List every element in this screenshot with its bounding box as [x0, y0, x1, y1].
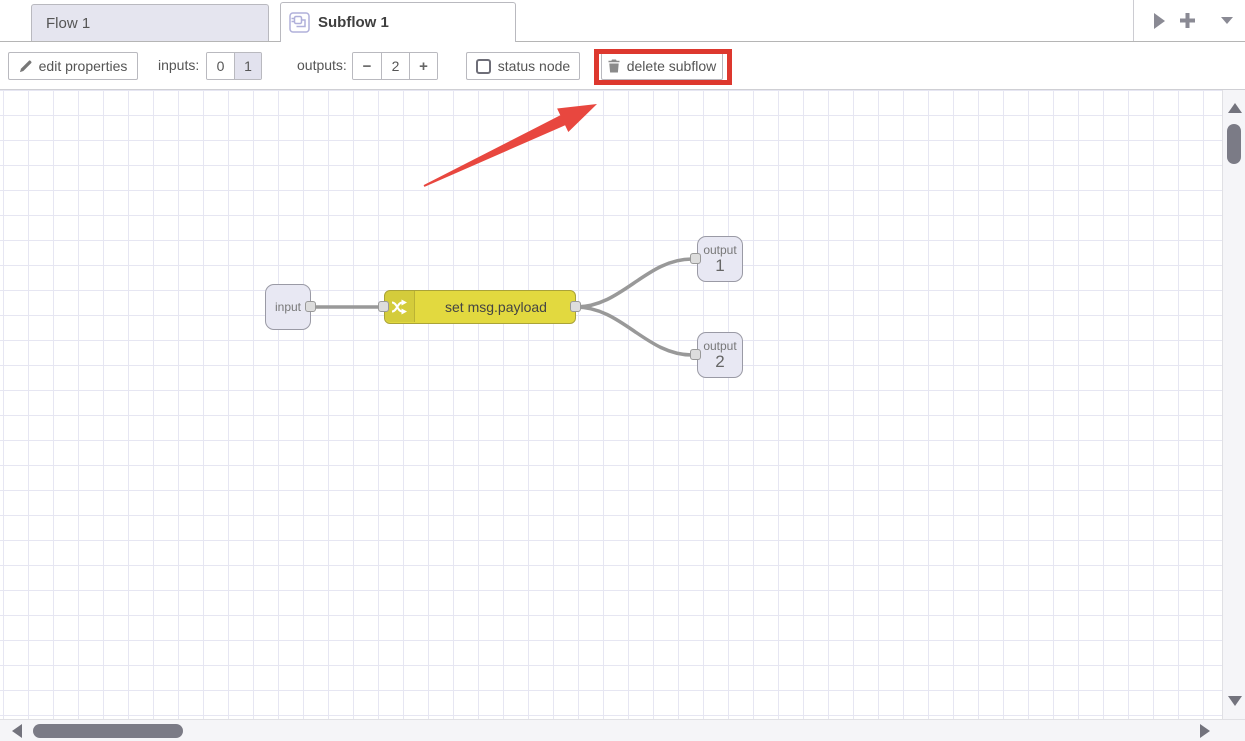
status-node-checkbox[interactable]: [475, 58, 491, 74]
wire-layer: [311, 104, 693, 357]
inputs-toggle: 0 1: [206, 52, 262, 80]
edit-properties-button[interactable]: edit properties: [8, 52, 138, 80]
tabbar-divider: [1133, 0, 1134, 41]
node-subflow-output-2[interactable]: output 2: [697, 332, 743, 378]
port-input-out[interactable]: [305, 301, 316, 312]
change-node-icon-box: [385, 291, 415, 322]
port-change-out[interactable]: [570, 301, 581, 312]
port-change-in[interactable]: [378, 301, 389, 312]
annotation-arrow: [423, 104, 597, 187]
next-flow-arrow-icon: [1153, 12, 1165, 29]
node-subflow-output-1[interactable]: output 1: [697, 236, 743, 282]
scroll-up-arrow-icon[interactable]: [1228, 103, 1242, 113]
outputs-increase-button[interactable]: +: [409, 53, 437, 79]
plus-icon: [1179, 13, 1195, 28]
scroll-left-arrow-icon[interactable]: [12, 724, 22, 738]
outputs-spinner: − 2 +: [352, 52, 438, 80]
tab-flow-1-label: Flow 1: [46, 14, 91, 32]
tab-subflow-1[interactable]: Subflow 1: [280, 2, 516, 42]
inputs-label: inputs:: [158, 57, 200, 73]
outputs-count-value[interactable]: 2: [381, 53, 409, 79]
delete-subflow-label: delete subflow: [626, 58, 717, 74]
status-node-button[interactable]: status node: [466, 52, 580, 80]
workspace-tabbar: Flow 1 Subflow 1: [0, 0, 1245, 42]
node-output2-label: output: [703, 338, 737, 353]
node-change[interactable]: set msg.payload: [384, 290, 576, 324]
tab-subflow-1-label: Subflow 1: [318, 14, 389, 31]
edit-properties-label: edit properties: [38, 58, 128, 74]
subflow-icon: [289, 12, 310, 33]
change-node-label: set msg.payload: [445, 299, 547, 315]
inputs-option-0[interactable]: 0: [207, 53, 234, 79]
subflow-toolbar: edit properties inputs: 0 1 outputs: − 2…: [0, 42, 1245, 90]
pencil-icon: [19, 59, 32, 72]
horizontal-scrollbar-thumb[interactable]: [33, 724, 183, 738]
trash-icon: [608, 59, 620, 73]
wire-change-to-output1[interactable]: [575, 257, 693, 309]
node-input-label: input: [274, 299, 302, 314]
flow-list-menu-button[interactable]: [1212, 0, 1242, 41]
node-output2-number: 2: [715, 351, 725, 371]
add-flow-button[interactable]: [1172, 0, 1202, 41]
next-flow-button[interactable]: [1144, 0, 1174, 41]
port-output2-in[interactable]: [690, 349, 701, 360]
horizontal-scrollbar[interactable]: [0, 719, 1245, 741]
node-subflow-input[interactable]: input: [265, 284, 311, 330]
tab-flow-1[interactable]: Flow 1: [31, 4, 269, 41]
wire-change-to-output2[interactable]: [575, 305, 693, 357]
vertical-scrollbar[interactable]: [1222, 90, 1245, 719]
delete-subflow-button[interactable]: delete subflow: [601, 52, 723, 80]
status-node-label: status node: [497, 58, 571, 74]
node-output1-number: 1: [715, 255, 725, 275]
chevron-down-icon: [1221, 17, 1233, 24]
vertical-scrollbar-thumb[interactable]: [1227, 124, 1241, 164]
port-output1-in[interactable]: [690, 253, 701, 264]
outputs-decrease-button[interactable]: −: [353, 53, 381, 79]
outputs-label: outputs:: [297, 57, 347, 73]
inputs-option-1[interactable]: 1: [234, 53, 261, 79]
node-output1-label: output: [703, 242, 737, 257]
scroll-down-arrow-icon[interactable]: [1228, 696, 1242, 706]
scroll-right-arrow-icon[interactable]: [1200, 724, 1210, 738]
shuffle-icon: [391, 299, 407, 314]
flow-canvas[interactable]: input set msg.payload output 1 o: [0, 90, 1222, 719]
